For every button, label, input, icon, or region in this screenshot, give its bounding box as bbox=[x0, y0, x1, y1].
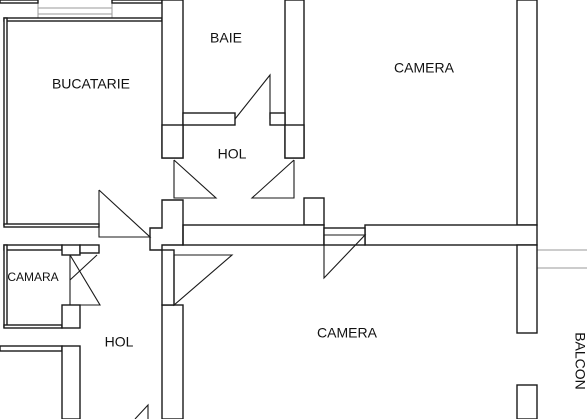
door-camara bbox=[69, 254, 101, 306]
wall-hol-bottom-left bbox=[0, 345, 63, 352]
wall-kitchen-bottom bbox=[3, 223, 100, 228]
wall-camara-right-bottom bbox=[61, 304, 81, 329]
room-label-hol-top: HOL bbox=[218, 146, 247, 162]
door-hol-right bbox=[250, 159, 295, 199]
room-label-baie: BAIE bbox=[210, 30, 242, 46]
wall-camara-bottom bbox=[3, 324, 63, 329]
wall-camera-top-left-stub bbox=[303, 197, 325, 226]
wall-hol-right bbox=[284, 124, 305, 159]
room-label-camara: CAMARA bbox=[7, 270, 58, 284]
wall-top-mid bbox=[111, 0, 163, 4]
wall-hol-bottom-left-vert bbox=[61, 345, 81, 419]
door-hol-bottom bbox=[134, 403, 149, 419]
wall-camera-top-right bbox=[516, 0, 538, 226]
wall-camera-top-bottom bbox=[364, 224, 538, 246]
wall-bath-bottom-right bbox=[269, 112, 286, 126]
wall-camera-bottom-right-bottom bbox=[516, 384, 538, 419]
wall-junction bbox=[149, 199, 184, 251]
wall-hol-bottom-right bbox=[161, 304, 184, 419]
wall-kitchen-top bbox=[3, 17, 163, 22]
wall-hol-left-stub bbox=[79, 244, 100, 254]
balcony-door-right bbox=[536, 0, 587, 269]
room-label-hol-bottom: HOL bbox=[105, 334, 134, 350]
wall-camara-top bbox=[3, 244, 63, 251]
wall-corridor-stub-right bbox=[323, 227, 366, 246]
wall-top-left bbox=[0, 0, 39, 4]
room-label-camera-bottom: CAMERA bbox=[317, 325, 378, 341]
door-bath bbox=[234, 73, 271, 120]
wall-corridor-mid bbox=[182, 224, 325, 246]
wall-camara-left bbox=[3, 244, 8, 328]
door-camera-bottom bbox=[173, 254, 234, 307]
wall-hol-left bbox=[161, 124, 184, 159]
door-hol-left bbox=[173, 159, 218, 199]
wall-bath-bottom-left bbox=[182, 112, 236, 126]
window-kitchen-top bbox=[37, 0, 113, 20]
room-label-balcon: BALCON bbox=[572, 332, 587, 390]
wall-camera-bottom-right-top bbox=[516, 244, 538, 334]
room-label-camera-top: CAMERA bbox=[394, 60, 455, 76]
wall-hol-bottom-right-top bbox=[161, 249, 175, 306]
wall-camara-right-top bbox=[61, 244, 81, 256]
wall-kitchen-left bbox=[3, 17, 8, 226]
room-label-bucatarie: BUCATARIE bbox=[52, 76, 130, 92]
door-camera-top bbox=[323, 234, 367, 280]
door-kitchen bbox=[98, 189, 152, 238]
